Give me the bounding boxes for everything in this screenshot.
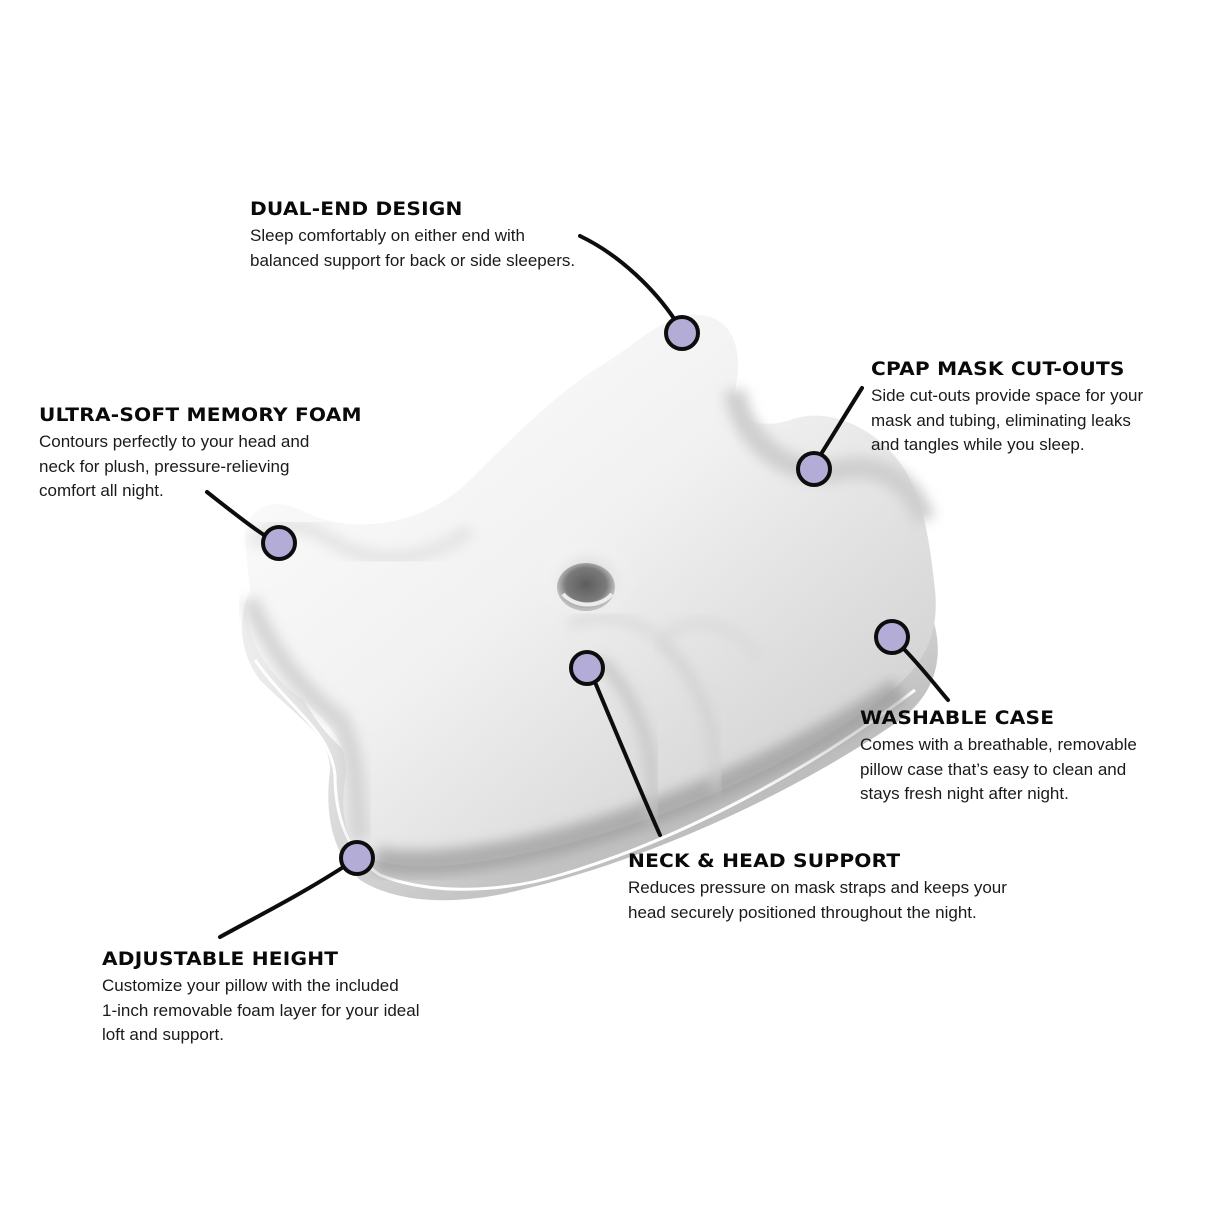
leader-line-washable [898, 643, 950, 702]
callout-title: ULTRA-SOFT MEMORY FOAM [39, 404, 362, 426]
callout-washable-case: WASHABLE CASE Comes with a breathable, r… [860, 707, 1137, 807]
callout-ultra-soft-memory-foam: ULTRA-SOFT MEMORY FOAM Contours perfectl… [39, 404, 362, 504]
leader-line-adjustable [218, 864, 347, 939]
marker-dual-end-icon[interactable] [664, 315, 700, 351]
marker-adjustable-icon[interactable] [339, 840, 375, 876]
leader-line-dual-end [578, 234, 677, 322]
callout-title: NECK & HEAD SUPPORT [628, 850, 901, 872]
marker-washable-icon[interactable] [874, 619, 910, 655]
leader-line-neck [590, 673, 662, 837]
callout-title: DUAL-END DESIGN [250, 198, 463, 220]
pillow-neck-ridges [567, 612, 765, 821]
callout-title: ADJUSTABLE HEIGHT [102, 948, 339, 970]
leader-lines [205, 234, 950, 939]
pillow-center-hole [540, 540, 636, 620]
marker-memory-foam-icon[interactable] [261, 525, 297, 561]
marker-neck-icon[interactable] [569, 650, 605, 686]
feature-markers [261, 315, 910, 876]
marker-cpap-icon[interactable] [796, 451, 832, 487]
callout-body: Reduces pressure on mask straps and keep… [628, 878, 1007, 922]
callout-title: CPAP MASK CUT-OUTS [871, 358, 1125, 380]
callout-adjustable-height: ADJUSTABLE HEIGHT Customize your pillow … [102, 948, 419, 1048]
callout-neck-head-support: NECK & HEAD SUPPORT Reduces pressure on … [628, 850, 1007, 925]
callout-dual-end-design: DUAL-END DESIGN Sleep comfortably on eit… [250, 198, 575, 273]
callout-title: WASHABLE CASE [860, 707, 1055, 729]
callout-cpap-mask-cut-outs: CPAP MASK CUT-OUTS Side cut-outs provide… [871, 358, 1143, 458]
